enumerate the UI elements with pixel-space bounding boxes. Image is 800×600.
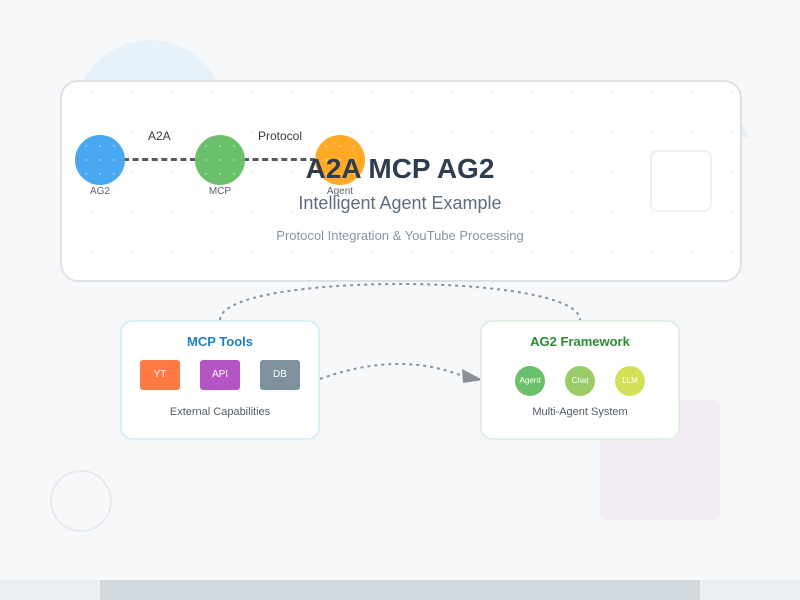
connector-arc: [219, 283, 581, 321]
ag2-framework-card: AG2 Framework Agent Chat LLM Multi-Agent…: [480, 320, 680, 440]
tool-yt: YT: [140, 360, 180, 390]
main-card: [60, 80, 742, 282]
page-tagline: Protocol Integration & YouTube Processin…: [276, 228, 524, 243]
tool-api: API: [200, 360, 240, 390]
edge-label-protocol: Protocol: [258, 129, 303, 143]
node-label-mcp: MCP: [208, 186, 232, 197]
node-ag2: [75, 135, 125, 185]
node-mcp: [195, 135, 245, 185]
edge-line-protocol: [243, 158, 316, 161]
connector-arrow-line: [319, 363, 466, 380]
node-label-agent: Agent: [326, 186, 354, 197]
mcp-tools-card: MCP Tools YT API DB External Capabilitie…: [120, 320, 320, 440]
tool-db: DB: [260, 360, 300, 390]
page-subtitle: Intelligent Agent Example: [298, 193, 502, 213]
background-circle-outline: [50, 470, 112, 532]
node-agent: [315, 135, 365, 185]
node-label-ag2: AG2: [89, 186, 110, 197]
edge-label-a2a: A2A: [148, 129, 171, 143]
framework-agent: Agent: [515, 366, 545, 396]
ag2-framework-footer: Multi-Agent System: [532, 406, 628, 418]
placeholder-square: [650, 150, 712, 212]
framework-llm: LLM: [615, 366, 645, 396]
ag2-framework-title: AG2 Framework: [530, 334, 630, 349]
framework-chat: Chat: [565, 366, 595, 396]
mcp-tools-footer: External Capabilities: [169, 406, 271, 418]
mcp-tools-title: MCP Tools: [187, 334, 253, 349]
arrowhead-icon: [462, 369, 483, 383]
edge-line-a2a: [123, 158, 196, 161]
bottom-bar-highlight: [100, 580, 700, 600]
page-title: A2A MCP AG2: [305, 153, 495, 184]
